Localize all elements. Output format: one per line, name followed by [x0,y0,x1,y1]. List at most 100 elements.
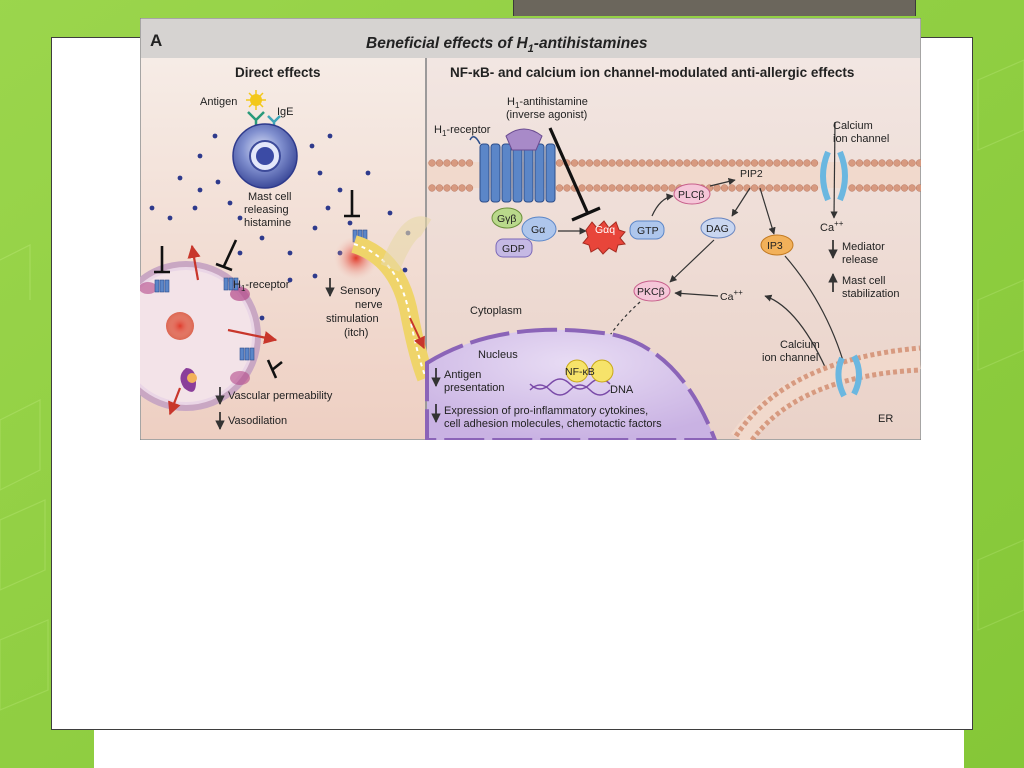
lipid-head [855,184,864,192]
lipid-head [795,159,804,167]
lipid-head [870,159,879,167]
lipid-head [443,184,451,192]
lipid-head [585,159,594,167]
antihistamine-diagram: A Beneficial effects of H1-antihistamine… [140,18,921,440]
sensory-label: Sensory nerve stimulation (itch) [326,285,386,339]
lipid-head [735,184,744,192]
lipid-head [428,159,436,167]
calcium-channel-bottom [835,354,862,398]
antigen-icon [246,90,266,110]
lipid-head [450,184,459,192]
lipid-head [885,184,894,192]
lipid-head [758,184,766,192]
lipid-head [698,159,706,167]
lipid-head [765,184,774,192]
lipid-head [615,184,624,192]
lipid-head [728,159,736,167]
lipid-head [428,184,436,192]
lipid-head [720,184,729,192]
lipid-head [908,159,916,167]
lipid-head [465,159,474,167]
vascular-permeability-label: Vascular permeability [228,390,333,402]
lipid-head [638,184,646,192]
lipid-head [578,159,586,167]
antihistamine-molecule-icon [505,128,543,151]
lipid-head [915,184,921,192]
lipid-head [593,184,601,192]
lipid-head [630,159,639,167]
lipid-head [690,159,699,167]
lipid-head [593,159,601,167]
lipid-head [780,159,789,167]
lipid-head [900,184,909,192]
lipid-head [735,159,744,167]
dna-label: DNA [610,384,634,396]
figure-title: Beneficial effects of H1-antihistamines [366,35,648,55]
lipid-head [668,159,676,167]
lipid-head [653,184,661,192]
ip3-label: IP3 [767,240,783,252]
lipid-head [750,184,759,192]
lipid-head [893,159,901,167]
calcium-channel-top [820,150,848,202]
lipid-head [623,159,631,167]
g-beta-gamma-label: Gγβ [497,213,516,225]
h1-receptor-icons [154,229,368,361]
lipid-head [773,159,781,167]
sensory-nerve [334,216,435,382]
er-membrane [730,345,921,440]
lipid-head [803,184,811,192]
lipid-head [608,159,616,167]
ige-label: IgE [277,106,294,118]
inhibition-symbols [154,190,360,379]
lipid-head [600,159,609,167]
lipid-head [563,184,571,192]
lipid-head [720,159,729,167]
lipid-head [608,184,616,192]
gtp-label: GTP [637,225,659,237]
lipid-head [863,159,871,167]
lipid-head [555,184,564,192]
lipid-head [870,184,879,192]
plcb-label: PLCβ [678,189,704,201]
h1-receptor-label-right: H1-receptor [434,124,491,138]
endothelial-cell [140,261,261,411]
mediator-release-label: Mediator release [842,241,888,266]
lipid-head [668,184,676,192]
lipid-head [878,159,886,167]
lipid-head [848,184,856,192]
lipid-head [758,159,766,167]
lipid-head [570,159,579,167]
calcium-channel-bottom-label: Calcium ion channel [762,339,823,364]
mast-cell-stabilization-label: Mast cell stabilization [842,275,899,300]
lipid-head [885,159,894,167]
lipid-head [653,159,661,167]
lipid-head [780,184,789,192]
lipid-head [645,159,654,167]
lipid-head [713,159,721,167]
lipid-head [623,184,631,192]
lipid-head [645,184,654,192]
h1-receptor-label-left: H1-receptor [233,279,290,293]
lipid-head [765,159,774,167]
nfkb-label: NF-κB [565,366,595,378]
lipid-head [803,159,811,167]
gdp-label: GDP [502,243,525,255]
lipid-head [795,184,804,192]
antigen-label: Antigen [200,96,237,108]
lipid-head [750,159,759,167]
lipid-head [713,184,721,192]
cytoplasm-label: Cytoplasm [470,305,522,317]
lipid-head [893,184,901,192]
slide-panel-bottom [94,730,964,768]
lipid-head [915,159,921,167]
lipid-head [848,159,856,167]
lipid-head [908,184,916,192]
mast-cell [232,123,298,189]
inverse-agonist-inhibition [548,127,601,222]
lipid-head [578,184,586,192]
lipid-head [435,184,444,192]
lipid-head [863,184,871,192]
lipid-head [675,159,684,167]
mast-cell-label: Mast cell releasing histamine [244,191,294,229]
